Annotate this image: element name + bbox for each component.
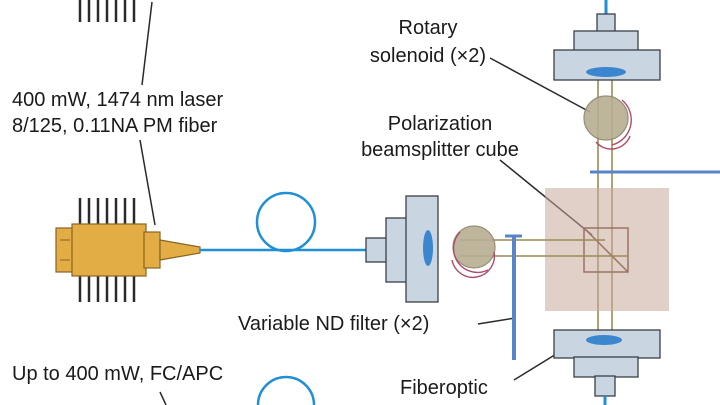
laser-label-line1: 400 mW, 1474 nm laser [12, 89, 224, 111]
leader-lines [139, 1, 593, 405]
nd-filter-label: Variable ND filter (×2) [238, 313, 429, 335]
fiber-coupler-icon [553, 329, 661, 405]
rotary-solenoid-icon [451, 225, 496, 279]
top-laser-pins-icon [78, 0, 136, 22]
pbs-enclosure [545, 188, 669, 311]
laser-diode-icon [55, 198, 201, 302]
pbs-label-line1: Polarization [388, 113, 493, 135]
top-collimator-icon [553, 0, 661, 81]
fiber-coil-icon [256, 375, 316, 405]
laser-label-line2: 8/125, 0.11NA PM fiber [12, 115, 218, 137]
pbs-label-line2: beamsplitter cube [361, 139, 519, 161]
rotary-label-line2: solenoid (×2) [370, 45, 486, 67]
bottom-laser-label: Up to 400 mW, FC/APC [12, 363, 223, 385]
fiber-coil-icon [200, 191, 368, 253]
collimator-icon [365, 195, 439, 303]
rotary-solenoid-icon [583, 95, 632, 150]
beamsplitter-cube-icon [583, 227, 629, 273]
rotary-label-line1: Rotary [399, 17, 458, 39]
fiberoptic-label: Fiberoptic [400, 377, 488, 399]
